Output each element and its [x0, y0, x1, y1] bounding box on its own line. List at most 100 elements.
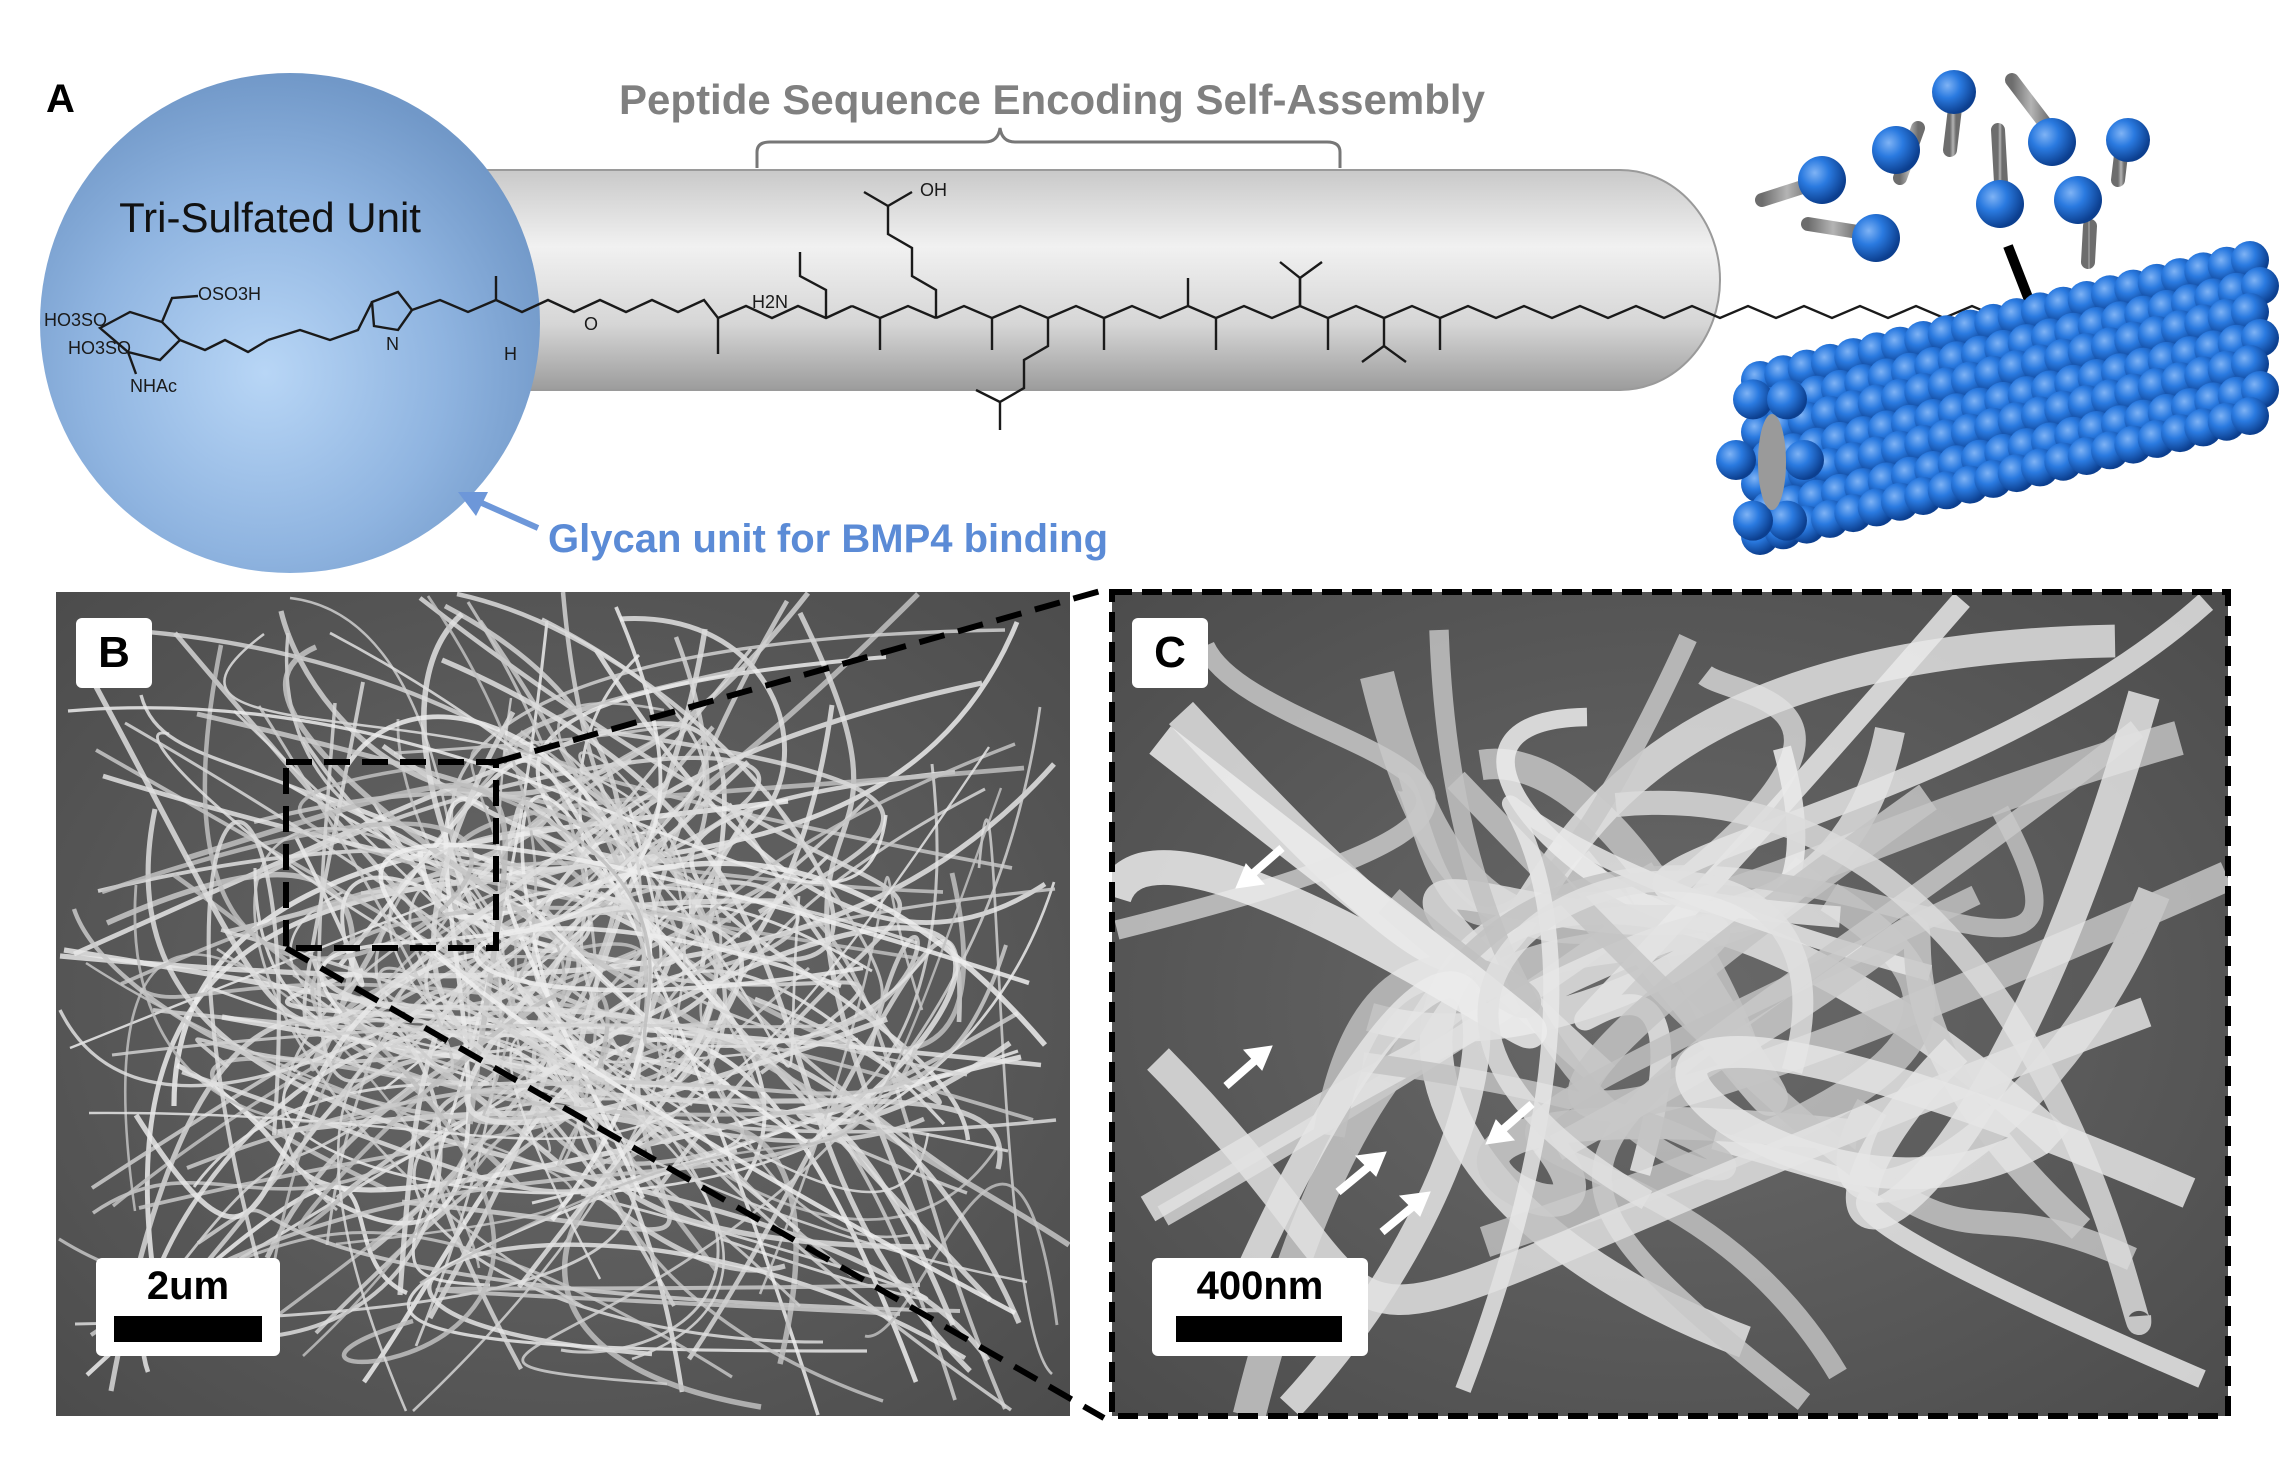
sem-fiber: [1675, 1036, 2196, 1208]
sem-fibers-c: [1112, 593, 2228, 1416]
chem-label-o: O: [584, 314, 598, 334]
sem-fiber: [464, 919, 888, 1126]
chem-labels: OSO3H HO3SO HO3SO NHAc N H O H2N OH: [44, 180, 947, 396]
sem-fiber: [453, 780, 663, 1050]
amphiphile-7: [1801, 214, 1900, 262]
sem-fiber: [1112, 726, 1548, 1049]
sem-fiber: [548, 737, 968, 1077]
sem-fiber: [101, 644, 474, 961]
sem-fiber: [1845, 690, 2160, 1230]
panel-b-letter: B: [76, 618, 152, 688]
sem-fiber: [1477, 870, 1814, 1210]
fiber-arrows: [1223, 844, 1535, 1236]
nanofiber-end-bead: [1784, 440, 1824, 480]
sem-fiber: [257, 705, 454, 1073]
glycan-arrow: [458, 492, 540, 531]
amphiphile-4: [2005, 73, 2076, 166]
fiber-arrow-5: [1485, 1100, 1535, 1145]
zoom-connectors: [284, 587, 1106, 1421]
sem-fiber: [120, 861, 944, 986]
chem-label-n: N: [386, 334, 399, 354]
sem-fiber: [253, 755, 761, 895]
nanofiber-cylinder: [1716, 241, 2279, 555]
amphiphile-1: [1755, 156, 1846, 207]
sem-fiber: [419, 787, 1003, 1285]
nanofiber-bead: [2231, 397, 2269, 435]
scale-bar-c: 400nm: [1152, 1258, 1368, 1356]
sem-fiber: [727, 802, 942, 1105]
fiber-arrow-4: [1379, 1191, 1431, 1236]
sem-fiber: [302, 681, 676, 1307]
sem-fiber: [435, 1283, 921, 1316]
chem-label-oso3h: OSO3H: [198, 284, 261, 304]
panel-c-letter: C: [1132, 618, 1208, 688]
sem-fiber: [378, 842, 1030, 1315]
sem-fiber: [311, 958, 1022, 1325]
sem-fiber: [690, 880, 969, 1184]
chem-label-h: H: [504, 344, 517, 364]
fiber-arrow-1: [1235, 844, 1285, 889]
amphiphile-5: [2106, 118, 2150, 187]
sem-fiber: [124, 721, 720, 1354]
peptide-cylinder: [469, 169, 1721, 391]
scale-bar-b: 2um: [96, 1258, 280, 1356]
sem-fiber: [1447, 771, 2137, 1270]
sem-fiber: [329, 631, 801, 1068]
self-assembly-schematic: [1716, 70, 2279, 555]
scale-label-c: 400nm: [1196, 1264, 1324, 1308]
chem-label-h2n: H2N: [752, 292, 788, 312]
nanofiber-end-bead: [1767, 500, 1807, 541]
sem-fiber: [172, 873, 497, 1365]
nanofiber-core: [1758, 414, 1786, 510]
sem-fiber: [206, 819, 281, 1282]
amphiphile-molecules: [1755, 70, 2150, 269]
sem-fiber: [656, 887, 1056, 1278]
nanofiber-end-bead: [1716, 440, 1756, 480]
sem-fiber: [440, 657, 972, 1373]
sem-fiber: [388, 824, 1028, 1284]
sem-fiber: [417, 850, 1048, 1047]
sem-fiber: [253, 826, 585, 1309]
peptide-label: Peptide Sequence Encoding Self-Assembly: [619, 76, 1486, 123]
sem-fiber: [797, 611, 932, 1250]
sem-fiber: [397, 898, 784, 1296]
nanofiber-end-bead: [1767, 379, 1807, 420]
amphiphile-8: [2054, 176, 2102, 269]
fiber-arrow-3: [1335, 1151, 1387, 1196]
peptide-bracket: [755, 127, 1342, 168]
sem-fiber: [133, 952, 476, 1220]
sem-fiber: [1614, 790, 2152, 1336]
sem-fiber: [111, 791, 884, 1057]
amphiphile-3: [1932, 70, 1976, 157]
fiber-arrow-2: [1223, 1045, 1273, 1090]
sem-fiber: [424, 854, 918, 1038]
sem-fiber: [345, 714, 653, 1222]
sem-fiber: [73, 721, 727, 968]
sem-fiber: [168, 989, 605, 1308]
sem-fiber: [76, 653, 666, 1026]
sem-fiber: [319, 606, 663, 1015]
sem-fiber: [74, 913, 637, 1326]
chem-label-nhac: NHAc: [130, 376, 177, 396]
zoom-region-box: [283, 759, 499, 951]
nanofiber-end-bead: [1733, 500, 1773, 541]
sem-fiber: [88, 746, 990, 1141]
amphiphile-2: [1872, 121, 1925, 185]
sem-fibers-b: [58, 592, 1070, 1416]
nanofiber-end-bead: [1733, 379, 1773, 420]
sem-fiber: [336, 1030, 725, 1412]
sem-fiber: [977, 818, 1053, 1376]
trisulfated-label: Tri-Sulfated Unit: [119, 194, 421, 241]
sem-fiber: [145, 621, 1020, 1280]
trisulfated-sphere: [40, 73, 540, 573]
sem-fiber: [521, 706, 1042, 1386]
chem-label-ho3so: HO3SO: [44, 310, 107, 330]
panel-a-letter: A: [46, 77, 75, 121]
glycan-label: Glycan unit for BMP4 binding: [548, 517, 1108, 561]
scale-bar-b-line: [114, 1316, 262, 1342]
scale-label-b: 2um: [146, 1264, 230, 1308]
chem-label-ho3so2: HO3SO: [68, 338, 131, 358]
sem-fiber: [381, 616, 788, 864]
chem-label-oh: OH: [920, 180, 947, 200]
